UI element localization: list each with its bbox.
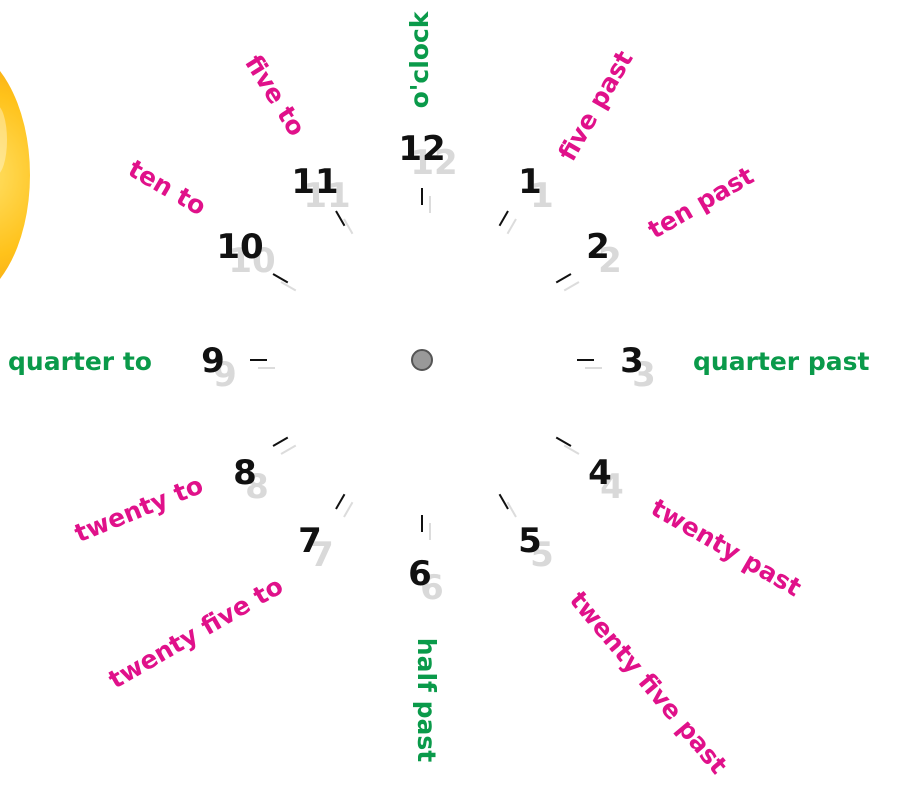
time-phrase-7: twenty five to	[103, 571, 288, 694]
hour-number-6: 6	[408, 554, 432, 594]
time-phrase-6: half past	[412, 638, 441, 762]
tick-2	[556, 274, 571, 283]
clock-center-dot	[412, 350, 432, 370]
tick-shadow-8	[281, 446, 296, 455]
time-phrase-5: twenty five past	[564, 586, 733, 780]
hour-number-2: 2	[586, 227, 610, 267]
tick-shadow-4	[564, 446, 579, 455]
tick-shadow-1	[508, 219, 517, 234]
time-phrase-10: ten to	[123, 154, 211, 221]
tick-7	[336, 494, 345, 509]
time-phrase-3: quarter past	[693, 347, 869, 376]
time-phrase-8: twenty to	[70, 470, 207, 548]
hour-number-11: 11	[291, 162, 338, 202]
tick-shadow-10	[281, 282, 296, 291]
tick-1	[500, 211, 509, 226]
tick-4	[556, 438, 571, 447]
time-phrase-11: five to	[239, 50, 311, 141]
time-phrase-2: ten past	[643, 161, 759, 245]
tick-shadow-11	[344, 219, 353, 234]
hour-number-9: 9	[201, 341, 225, 381]
hour-number-12: 12	[398, 129, 445, 169]
tick-8	[273, 438, 288, 447]
tick-shadow-2	[564, 282, 579, 291]
time-phrase-9: quarter to	[8, 347, 152, 376]
time-phrase-1: five past	[553, 46, 639, 166]
time-phrase-4: twenty past	[646, 493, 806, 602]
tick-shadow-7	[344, 502, 353, 517]
hour-number-10: 10	[216, 227, 263, 267]
hour-number-8: 8	[233, 453, 257, 493]
tick-shadow-5	[508, 502, 517, 517]
hour-number-3: 3	[620, 341, 644, 381]
hour-number-4: 4	[588, 453, 612, 493]
hour-number-7: 7	[298, 521, 322, 561]
time-phrase-12: o'clock	[405, 10, 434, 108]
tick-5	[500, 494, 509, 509]
hour-number-1: 1	[518, 162, 542, 202]
hour-number-5: 5	[518, 521, 542, 561]
